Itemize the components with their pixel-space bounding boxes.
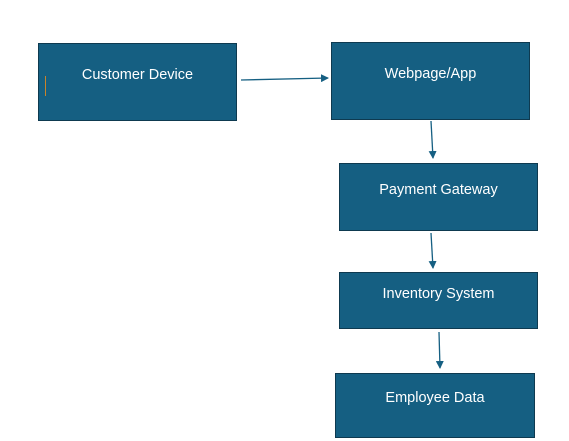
- node-payment-gateway: Payment Gateway: [339, 163, 538, 231]
- node-label: Customer Device: [81, 67, 194, 83]
- node-webpage-app: Webpage/App: [331, 42, 530, 120]
- node-label: Inventory System: [382, 286, 495, 302]
- edge-webpage-app-to-payment-gateway: [428, 120, 437, 159]
- node-label: Payment Gateway: [379, 182, 498, 198]
- node-label: Employee Data: [385, 390, 485, 406]
- node-employee-data: Employee Data: [335, 373, 535, 438]
- node-label: Webpage/App: [384, 66, 477, 82]
- edge-inventory-system-to-employee-data: [435, 331, 444, 369]
- edge-payment-gateway-to-inventory-system: [428, 232, 437, 269]
- node-inventory-system: Inventory System: [339, 272, 538, 329]
- edge-customer-device-to-webpage-app: [240, 74, 329, 83]
- node-customer-device: Customer Device: [38, 43, 237, 121]
- text-cursor: [45, 76, 46, 96]
